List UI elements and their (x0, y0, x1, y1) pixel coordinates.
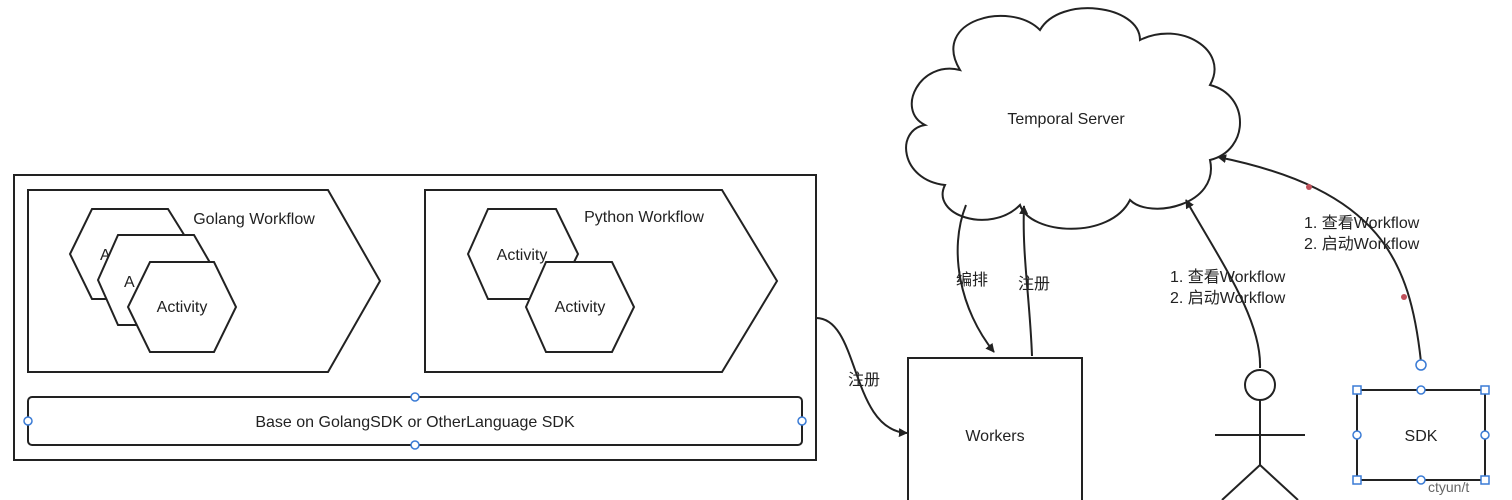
sdk-handle-bl[interactable] (1352, 475, 1362, 485)
activity-label-partial-1: A (100, 247, 111, 264)
sdk-action-1: 1. 查看Workflow (1304, 214, 1420, 232)
user-actor-icon[interactable] (1215, 369, 1305, 500)
python-workflow-label: Python Workflow (584, 209, 704, 226)
user-to-server-edge[interactable] (1185, 199, 1262, 369)
workers-box[interactable]: Workers (907, 357, 1083, 500)
activity-label: Activity (157, 299, 208, 316)
sdk-handle-top[interactable] (1416, 385, 1426, 395)
waypoint-1[interactable] (1306, 184, 1312, 190)
bar-handle-right[interactable] (797, 416, 807, 426)
sdk-base-bar[interactable]: Base on GolangSDK or OtherLanguage SDK (23, 392, 807, 450)
activity-hexagon-3[interactable]: Activity (126, 261, 238, 353)
waypoint-2[interactable] (1401, 294, 1407, 300)
activity-label-partial-2: A (124, 274, 135, 291)
orchestrate-label: 编排 (956, 271, 988, 289)
sdk-to-server-edge[interactable] (1217, 154, 1422, 363)
temporal-server-cloud[interactable]: Temporal Server (905, 7, 1241, 230)
sdk-handle-br[interactable] (1480, 475, 1490, 485)
sdk-handle-tl[interactable] (1352, 385, 1362, 395)
sdk-handle-tr[interactable] (1480, 385, 1490, 395)
register-edge-container-workers[interactable] (815, 317, 908, 438)
sdk-edge-source-handle[interactable] (1415, 359, 1427, 371)
golang-workflow-label: Golang Workflow (193, 211, 315, 228)
orchestrate-edge[interactable] (956, 204, 995, 353)
sdk-handle-bottom[interactable] (1416, 475, 1426, 485)
register-label-1: 注册 (848, 371, 880, 389)
register-edge-workers-cloud[interactable] (1019, 205, 1033, 357)
python-activity-label-1: Activity (497, 247, 548, 264)
sdk-action-2: 2. 启动Workflow (1304, 235, 1420, 253)
watermark-text: ctyun/t (1428, 479, 1469, 495)
user-action-1: 1. 查看Workflow (1170, 268, 1286, 286)
sdk-handle-right[interactable] (1480, 430, 1490, 440)
sdk-label: SDK (1405, 428, 1438, 445)
register-label-2: 注册 (1018, 275, 1050, 293)
sdk-base-label: Base on GolangSDK or OtherLanguage SDK (255, 414, 575, 431)
bar-handle-top[interactable] (410, 392, 420, 402)
sdk-handle-left[interactable] (1352, 430, 1362, 440)
python-activity-label-2: Activity (555, 299, 606, 316)
workers-label: Workers (965, 428, 1024, 445)
sdk-box[interactable]: SDK (1352, 385, 1490, 485)
python-activity-hexagon-2[interactable]: Activity (524, 261, 636, 353)
bar-handle-left[interactable] (23, 416, 33, 426)
bar-handle-bottom[interactable] (410, 440, 420, 450)
temporal-server-label: Temporal Server (1007, 111, 1125, 128)
user-action-2: 2. 启动Workflow (1170, 289, 1286, 307)
